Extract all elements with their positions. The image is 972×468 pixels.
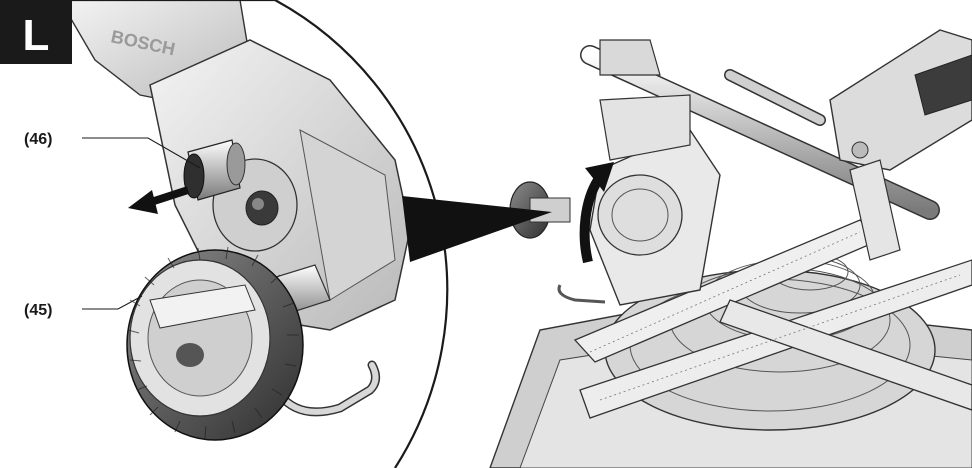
magnification-wedge	[402, 196, 552, 262]
knob-45	[126, 246, 304, 441]
rotation-arrow-icon	[579, 162, 614, 264]
removal-arrow-icon	[128, 186, 190, 214]
pin-46	[183, 139, 246, 201]
callout-line-46	[82, 137, 201, 169]
saw-overview	[489, 29, 972, 468]
callout-46: (46)	[24, 131, 52, 148]
zoom-detail: BOSCH	[0, 0, 449, 468]
figure-letter: L	[23, 11, 50, 60]
callout-45: (45)	[24, 302, 52, 319]
saw-knob	[509, 181, 571, 239]
figure-badge	[0, 0, 72, 64]
callout-line-45	[82, 295, 143, 310]
